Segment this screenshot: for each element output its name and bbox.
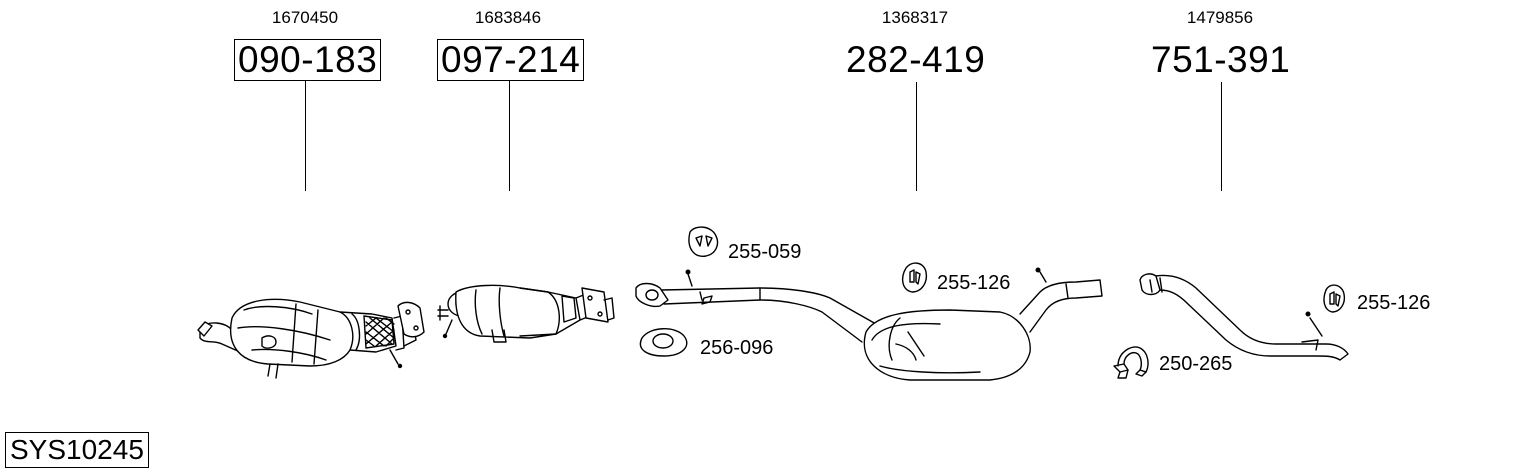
part-number-2[interactable]: 097-214	[437, 39, 585, 81]
clamp-drawing[interactable]	[1113, 346, 1149, 379]
middle-silencer-drawing[interactable]	[635, 267, 1103, 381]
accessory-label-255-059[interactable]: 255-059	[728, 241, 802, 263]
leader-line-3	[916, 82, 917, 191]
accessory-label-256-096[interactable]: 256-096	[700, 337, 774, 359]
oe-number-2: 1683846	[474, 8, 542, 27]
leader-line-2	[509, 81, 510, 191]
accessory-label-255-126-rear[interactable]: 255-126	[1357, 292, 1431, 314]
leader-line-1	[305, 81, 306, 191]
oe-number-4: 1479856	[1186, 8, 1254, 27]
rubber-mount-drawing-2[interactable]	[901, 262, 928, 293]
oe-number-3: 1368317	[881, 8, 949, 27]
oe-number-1: 1670450	[271, 8, 339, 27]
diesel-particulate-filter-drawing[interactable]	[437, 284, 615, 343]
gasket-drawing[interactable]	[639, 328, 688, 357]
part-number-1[interactable]: 090-183	[234, 39, 382, 81]
rubber-mount-drawing-1[interactable]	[688, 226, 719, 257]
accessory-label-255-126-middle[interactable]: 255-126	[937, 272, 1011, 294]
part-number-3[interactable]: 282-419	[846, 39, 986, 80]
rear-tail-pipe-drawing[interactable]	[1139, 273, 1349, 361]
leader-line-4	[1221, 82, 1222, 191]
accessory-label-250-265[interactable]: 250-265	[1159, 353, 1233, 375]
part-number-4[interactable]: 751-391	[1151, 39, 1291, 80]
rubber-mount-drawing-3[interactable]	[1323, 284, 1346, 313]
system-code-label: SYS10245	[5, 432, 149, 468]
catalytic-converter-drawing[interactable]	[197, 298, 425, 379]
